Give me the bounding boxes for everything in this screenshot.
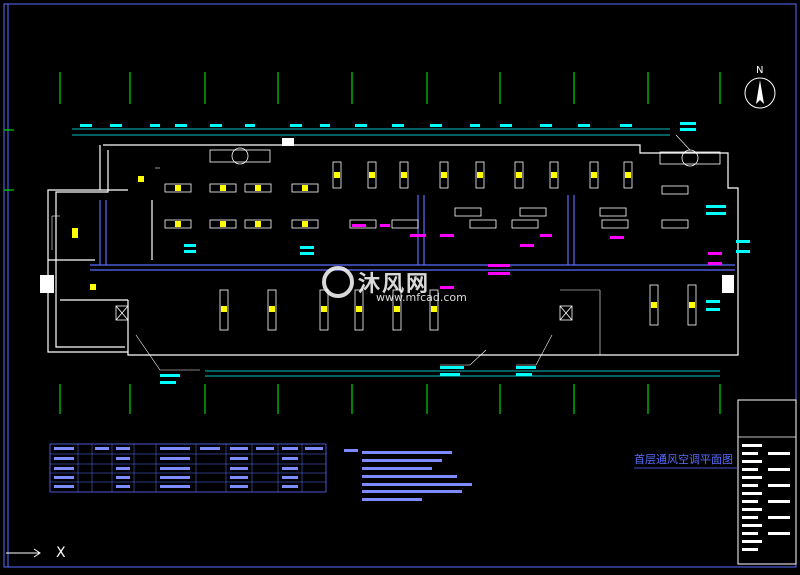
title-block xyxy=(737,399,797,565)
leader-lines xyxy=(135,134,691,371)
cyan-labels xyxy=(160,122,750,384)
diffusers-row-3 xyxy=(349,185,689,229)
equipment-block xyxy=(282,138,294,146)
diffusers-vertical xyxy=(219,161,697,331)
dimension-ticks-top xyxy=(80,124,632,127)
right-door-block xyxy=(722,275,734,293)
grid-lines-bottom xyxy=(59,384,721,414)
sheet-border xyxy=(3,3,797,568)
watermark-logo xyxy=(322,266,354,298)
main-duct xyxy=(90,195,735,271)
room-dividers xyxy=(51,167,601,355)
notes-block xyxy=(344,449,472,501)
diffusers-row-1 xyxy=(164,183,319,193)
corner-x-label: X xyxy=(56,545,66,561)
dimension-line-bottom xyxy=(205,370,720,377)
watermark-url: www.mfcad.com xyxy=(376,291,467,304)
magenta-labels xyxy=(352,224,722,289)
equipment-table xyxy=(49,443,327,493)
north-label: N xyxy=(756,65,764,76)
fan-units xyxy=(115,147,721,321)
diffusers-row-2 xyxy=(164,219,319,229)
grid-lines-left xyxy=(4,129,14,191)
diffuser-centers xyxy=(72,172,695,312)
watermark-text: 沐风网 xyxy=(358,272,431,297)
drawing-title: 首层通风空调平面图 xyxy=(634,453,733,466)
north-arrow xyxy=(744,77,776,109)
corner-axis xyxy=(6,548,41,558)
left-door-block xyxy=(40,275,54,293)
dimension-line-top xyxy=(72,128,670,136)
grid-lines-top xyxy=(59,72,721,104)
